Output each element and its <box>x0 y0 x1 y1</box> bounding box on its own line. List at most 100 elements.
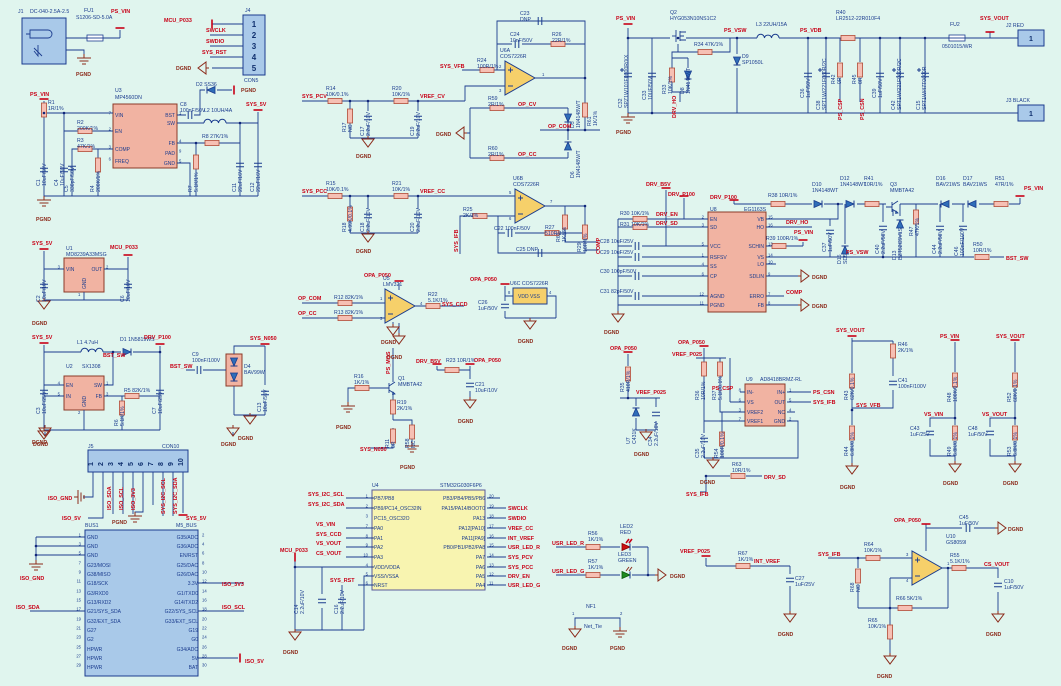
u4-stm32-pinnum: 19 <box>489 504 494 509</box>
fu2-part: 0501015/WR <box>942 44 973 50</box>
r30-label: R30 10K/1% <box>620 211 650 217</box>
u1-ref: U1 <box>66 246 73 252</box>
c46-label: C46 <box>954 246 960 256</box>
j5-p8: 8 <box>158 462 165 466</box>
u4-stm32-pin-nrst: NRST <box>374 583 388 589</box>
r1-label: 1R/1% <box>48 106 64 112</box>
c25-label: C25 DNP <box>516 247 538 253</box>
net-sys-ifb-3: SYS_IFB <box>686 492 709 498</box>
c9-label: C9 <box>192 352 199 358</box>
fu1-part: S1206-SD-5.0A <box>76 15 113 21</box>
u4-stm32-pin-pb3/pb4/pb5/pb6: PB3/PB4/PB5/PB6 <box>443 496 485 502</box>
bus1-part: M5_BUS <box>176 523 197 529</box>
u6a-p2: 2 <box>499 64 502 69</box>
gnd-dgnd-16: DGND <box>943 481 959 487</box>
net-sys-rst-2: SYS_RST <box>330 578 355 584</box>
ic-u8-eg1163s[interactable] <box>707 211 767 313</box>
ic-u9-ad8418[interactable] <box>744 383 786 427</box>
r64-label: 10K/1% <box>864 548 883 554</box>
r61-label: 1K/1% <box>593 110 599 126</box>
u6c-ref: U6C COS7226R <box>510 281 549 287</box>
net-iso-5v-2: ISO_5V <box>245 659 264 665</box>
r35-label: R35 <box>620 382 626 392</box>
con10-part: CON10 <box>162 444 179 450</box>
net-comp-1: COMP <box>596 237 602 254</box>
r50-icon <box>974 253 990 261</box>
d16-label: D16 <box>936 176 946 182</box>
gnd-pgnd-2: PGND <box>241 88 256 94</box>
j5-p6: 6 <box>138 462 145 466</box>
gnd-pgnd-3: PGND <box>36 217 51 223</box>
bus1-m5bus-pin-g19: G19 <box>189 628 199 634</box>
u4-stm32-pin-pa5: PA5 <box>476 574 485 580</box>
net-ps-vin-4: PS_VIN <box>794 230 813 236</box>
net-drv-sd-2: DRV_SD <box>764 475 786 481</box>
c4-label: C4 <box>54 179 60 186</box>
net-sys-ifb-4: SYS_IFB <box>818 552 841 558</box>
u3-mp4560dn-pinnum: 1 <box>179 111 182 116</box>
net-ps-vdb: PS_VDB <box>800 28 822 34</box>
pgnd-icon <box>76 53 92 65</box>
r47-label: 47K/1% <box>915 217 921 236</box>
c12-label: C12 <box>250 182 256 192</box>
net-sys-vout-2: SYS_VOUT <box>836 328 865 334</box>
r4-label: R4 <box>90 185 96 192</box>
u2-sx1308-pin-sw: SW <box>94 383 102 389</box>
dgnd10-icon <box>386 323 400 336</box>
gnd-dgnd-9: DGND <box>518 339 534 345</box>
u4-stm32-pinnum: 11 <box>489 581 494 586</box>
d5-icon <box>564 113 572 123</box>
r17-label: NC <box>348 124 354 132</box>
r13-label: R13 82K/1% <box>334 310 364 316</box>
connector-bus1-m5bus[interactable] <box>84 529 199 677</box>
r26-label: 22R/1% <box>552 38 571 44</box>
net-comp-2: COMP <box>786 290 803 296</box>
c37-label: 1uF/50V <box>828 232 834 252</box>
u6a-p3: 3 <box>499 88 502 93</box>
l1-label: L1 4.7uH <box>77 340 98 346</box>
u8-eg1163s-pinnum: 12 <box>699 292 704 297</box>
r11-icon <box>389 428 397 444</box>
bus1-m5bus-pinnum: 27 <box>76 654 81 659</box>
r19-icon <box>389 399 397 415</box>
c8-label: 100nF/50V <box>180 108 206 114</box>
r25-label: R25 <box>463 207 473 213</box>
dgnd17-icon <box>1008 460 1022 473</box>
connector-j4-con5[interactable] <box>242 14 266 76</box>
net-iso-scl-1: ISO_SCL <box>119 486 125 510</box>
u8-eg1163s-pinnum: 14 <box>768 253 773 258</box>
bus1-m5bus-pinnum: 5 <box>79 551 82 556</box>
connector-j5-con10[interactable] <box>87 449 189 473</box>
r2-label: R2 <box>77 120 84 126</box>
bus1-m5bus-pin-hpwr: HPWR <box>87 656 103 662</box>
r56-label: R56 <box>588 531 598 537</box>
net-mcu-p033-3: MCU_P033 <box>280 548 308 554</box>
c26-icon <box>500 303 510 309</box>
d17-icon <box>967 200 977 208</box>
r48-label: 100K/0.1% <box>953 376 959 402</box>
j4-p2: 2 <box>252 31 257 40</box>
d9-label: SP1050L <box>742 60 763 66</box>
ic-u4-stm32g030[interactable] <box>371 489 486 591</box>
r25-label: 2K/1% <box>463 213 479 219</box>
u3-mp4560dn-pin-vin: VIN <box>115 113 124 119</box>
bus1-m5bus-pin-g23/mosi: G23/MOSI <box>87 563 111 569</box>
gnd-dgnd-13: DGND <box>812 304 828 310</box>
net-drv-b5v-2: DRV_B5V <box>646 182 671 188</box>
r46-icon <box>890 343 896 359</box>
r58-icon <box>408 424 416 440</box>
c7-label: C7 <box>152 407 158 414</box>
net-drv-ho-1: DRV_HO <box>672 96 678 118</box>
ic-u3-mp4560dn[interactable] <box>112 103 178 169</box>
c36-label: C36 <box>800 88 806 98</box>
c8-label: C8 <box>180 102 187 108</box>
gnd-dgnd-27: DGND <box>1008 527 1024 533</box>
d9-icon <box>733 56 741 66</box>
r66-label: R66 5K/1% <box>896 596 923 602</box>
dgnd20-icon <box>288 628 302 641</box>
net-usr-led-r-1: USR_LED_R <box>508 545 540 551</box>
fu1-ref: FU1 <box>84 8 94 14</box>
u8-eg1163s-pin-ho: HO <box>757 225 765 231</box>
gnd-pgnd-4: PGND <box>336 425 351 431</box>
u6c-pins: VDD VSS <box>518 294 541 300</box>
